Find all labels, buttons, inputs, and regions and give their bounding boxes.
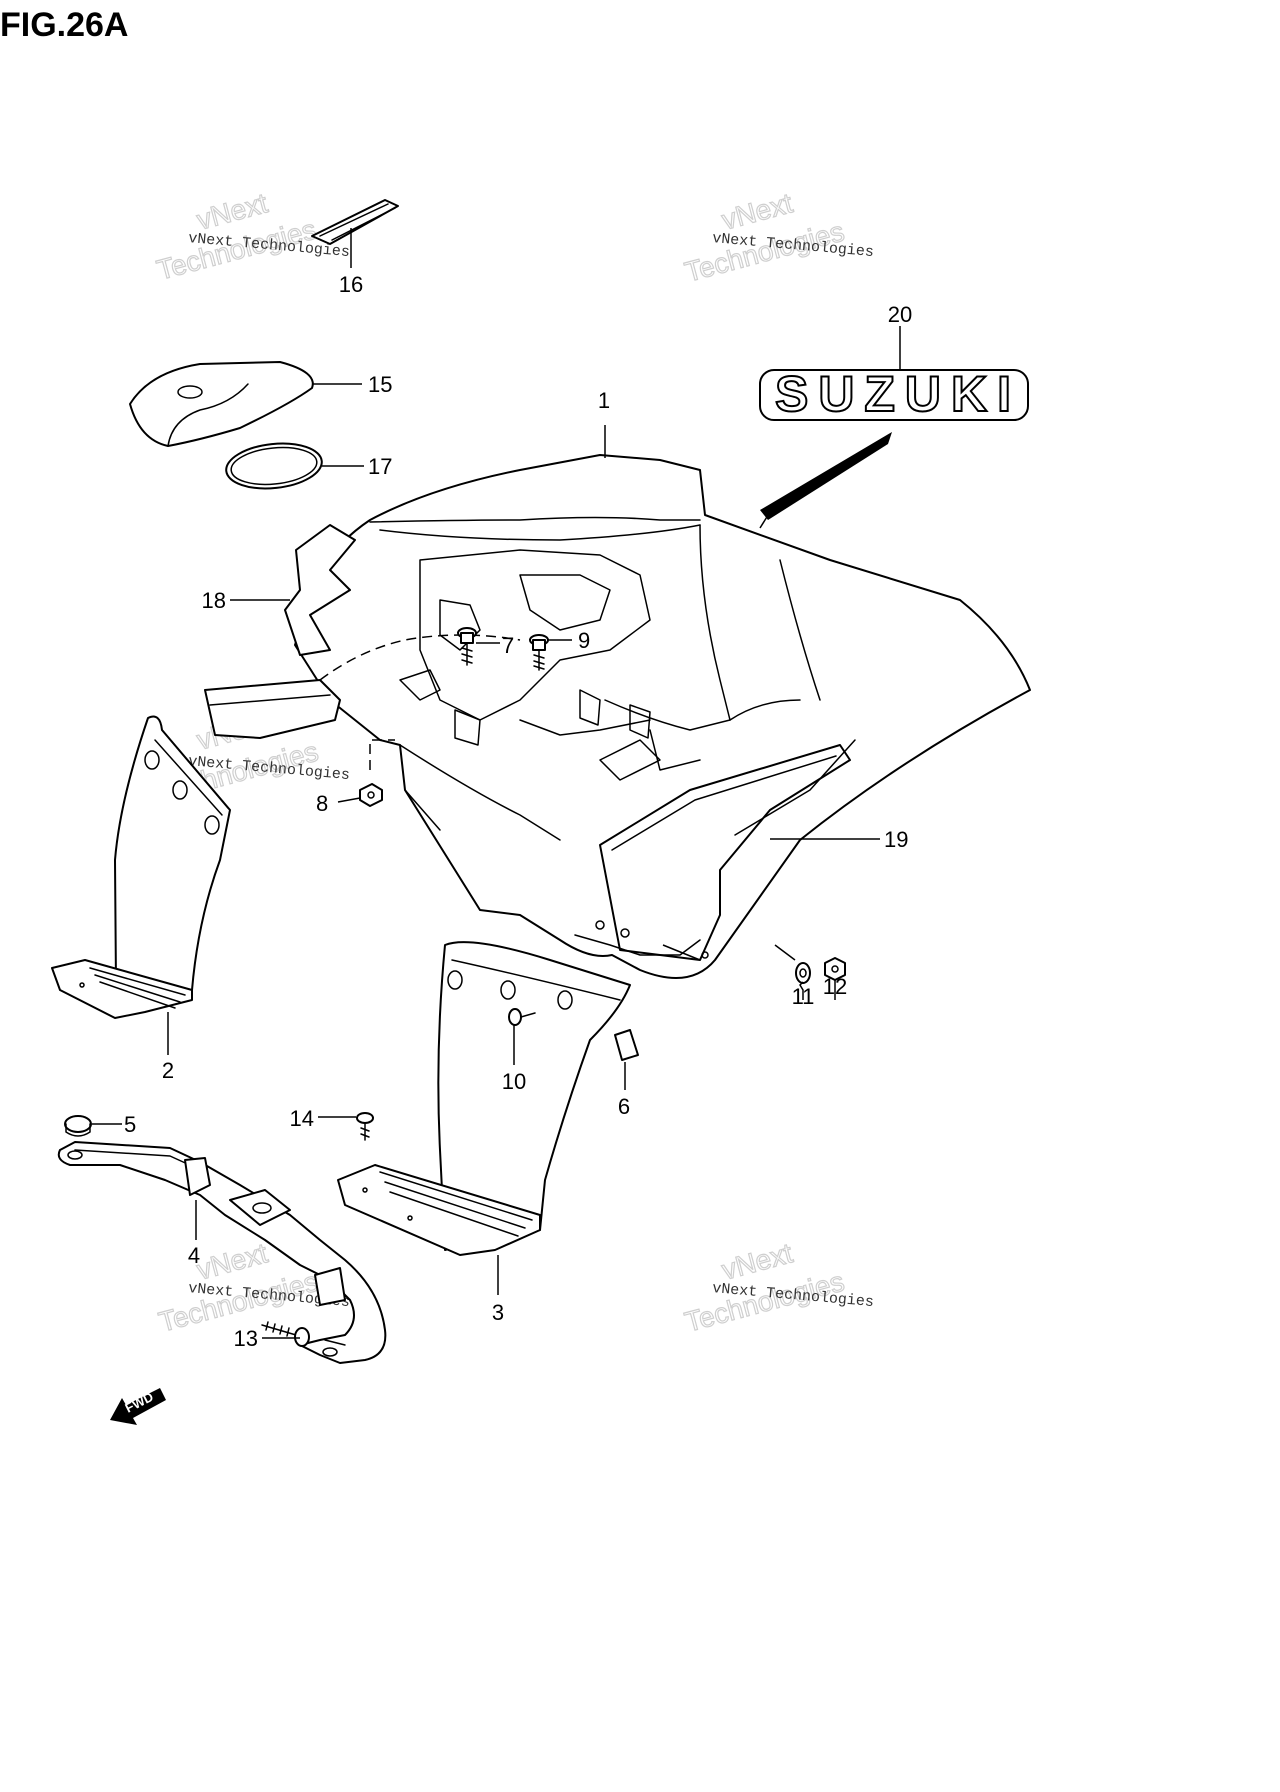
callout-17: 17 xyxy=(368,454,392,479)
watermark-top-right: vNext Technologies vNext Technologies xyxy=(681,187,875,289)
callout-labels: 1 2 3 4 5 6 7 8 9 10 11 12 13 14 15 16 1… xyxy=(124,272,912,1351)
part-4-grab-bar xyxy=(57,1141,387,1364)
callout-12: 12 xyxy=(823,974,847,999)
callout-14: 14 xyxy=(290,1106,314,1131)
watermark-large-line1: vNext xyxy=(719,1237,796,1286)
callout-6: 6 xyxy=(618,1094,630,1119)
callout-9: 9 xyxy=(578,628,590,653)
callout-10: 10 xyxy=(502,1069,526,1094)
part-9-bolt xyxy=(529,634,549,671)
part-13-bolt xyxy=(261,1321,310,1347)
callout-2: 2 xyxy=(162,1058,174,1083)
callout-19: 19 xyxy=(884,827,908,852)
part-15-cover xyxy=(129,361,314,447)
leader-lines xyxy=(92,228,901,1339)
callout-11: 11 xyxy=(792,984,815,1009)
callout-8: 8 xyxy=(316,791,328,816)
part-2-left-mudguard xyxy=(51,715,231,1019)
callout-7: 7 xyxy=(502,633,514,658)
callout-4: 4 xyxy=(188,1243,200,1268)
part-3-right-mudguard xyxy=(337,941,631,1256)
fwd-arrow-icon: FWD xyxy=(110,1388,166,1425)
part-16-pad xyxy=(311,199,399,245)
part-17-ring xyxy=(225,442,323,490)
callout-15: 15 xyxy=(368,372,392,397)
part-11-washer xyxy=(795,962,811,984)
watermark-large-line1: vNext xyxy=(719,187,796,236)
part-5-cap xyxy=(64,1115,92,1137)
watermark-large-line1: vNext xyxy=(194,1237,271,1286)
callout-13: 13 xyxy=(234,1326,258,1351)
callout-18: 18 xyxy=(202,588,226,613)
part-12-nut xyxy=(824,957,846,981)
callout-5: 5 xyxy=(124,1112,136,1137)
part-6-clip xyxy=(614,1029,639,1061)
callout-3: 3 xyxy=(492,1300,504,1325)
callout-16: 16 xyxy=(339,272,363,297)
callout-20: 20 xyxy=(888,302,912,327)
callout-1: 1 xyxy=(598,388,610,413)
emblem-arrow xyxy=(760,432,892,520)
part-8-nut xyxy=(359,783,383,807)
figure-title: FIG.26A xyxy=(0,6,128,44)
part-10-bolt xyxy=(508,1008,536,1026)
part-1-rear-fender xyxy=(204,454,1031,979)
watermark-bottom-right: vNext Technologies vNext Technologies xyxy=(681,1237,875,1339)
part-14-screw xyxy=(356,1112,374,1141)
part-7-bolt xyxy=(457,627,477,666)
part-20-emblem: SUZUKI xyxy=(759,365,1029,423)
